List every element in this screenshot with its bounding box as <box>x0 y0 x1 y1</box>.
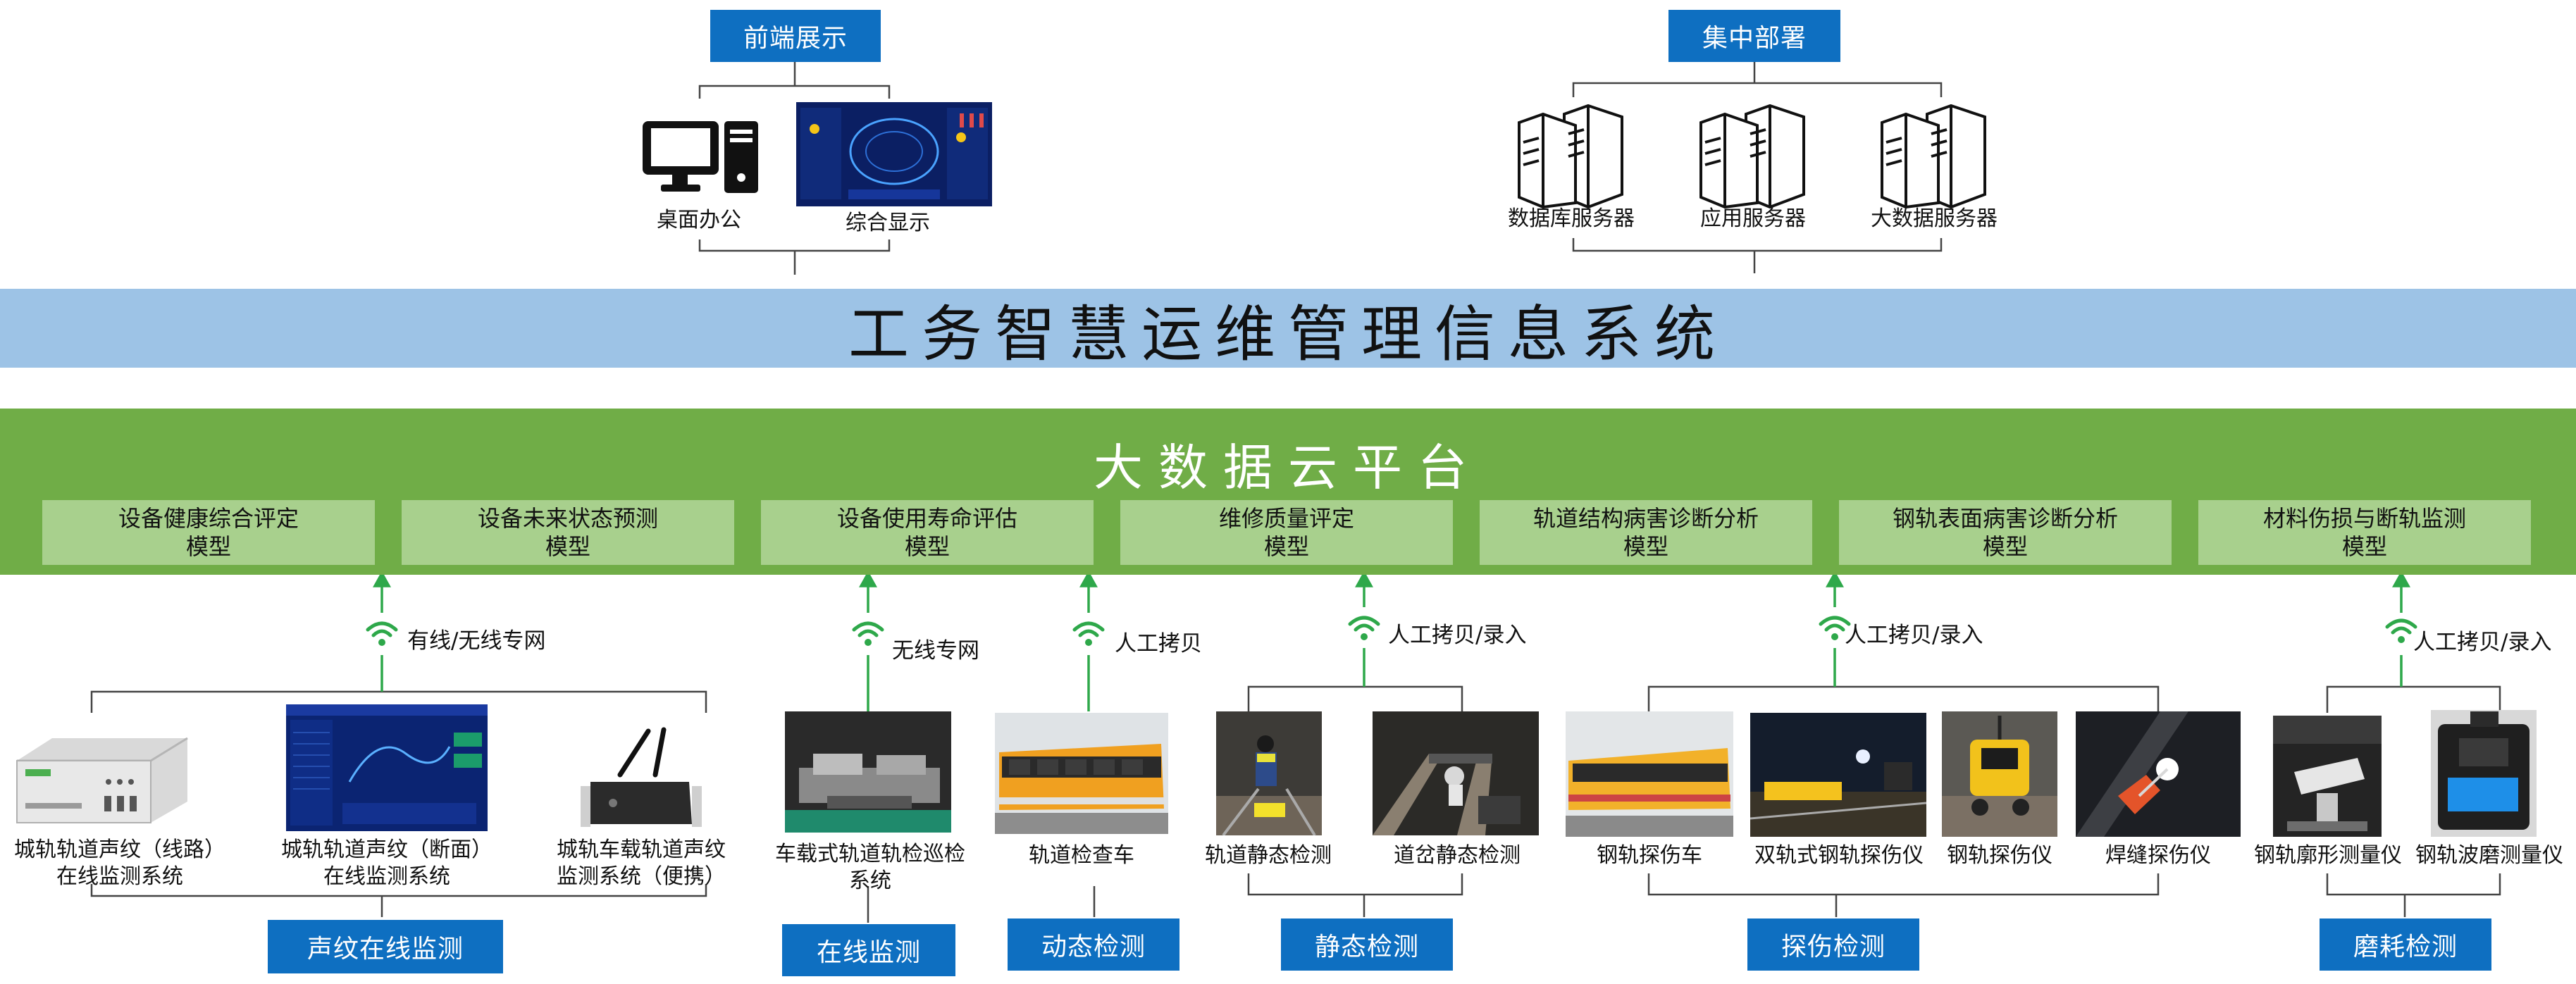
model-box: 设备未来状态预测模型 <box>402 500 734 565</box>
device-label: 轨道静态检测 <box>1205 843 1332 868</box>
deploy-title: 集中部署 <box>1668 10 1840 62</box>
wifi-icon <box>1818 613 1852 641</box>
device-label-line: 在线监测系统 <box>56 864 183 889</box>
server-icon <box>1697 104 1809 208</box>
desktop-label: 桌面办公 <box>657 208 741 232</box>
device-label: 钢轨波磨测量仪 <box>2415 843 2563 868</box>
display-label: 综合显示 <box>846 211 930 235</box>
device-photo <box>2273 716 2382 837</box>
device-photo <box>2431 710 2537 837</box>
model-box: 材料伤损与断轨监测模型 <box>2198 500 2531 565</box>
device-label-line: 城轨轨道声纹（线路） <box>14 837 225 862</box>
model-name: 设备未来状态预测 <box>477 505 658 532</box>
server-label-app: 应用服务器 <box>1700 206 1806 231</box>
wifi-icon <box>2384 616 2418 644</box>
connection-label: 有线/无线专网 <box>407 628 546 654</box>
category-box: 声纹在线监测 <box>268 920 503 973</box>
model-name: 钢轨表面病害诊断分析 <box>1892 505 2118 532</box>
model-box: 维修质量评定模型 <box>1120 500 1453 565</box>
device-photo <box>1750 713 1926 837</box>
model-suffix: 模型 <box>1623 533 1668 560</box>
device-label-line: 城轨车载轨道声纹 <box>557 837 726 862</box>
model-box: 钢轨表面病害诊断分析模型 <box>1839 500 2172 565</box>
dashboard-screen-image <box>796 102 992 206</box>
device-photo <box>10 733 194 826</box>
system-title: 工务智慧运维管理信息系统 <box>848 299 1728 370</box>
device-label: 城轨轨道声纹（线路）在线监测系统 <box>7 837 233 890</box>
connection-label: 人工拷贝/录入 <box>1845 623 1983 648</box>
model-suffix: 模型 <box>1263 533 1309 560</box>
category-box: 在线监测 <box>782 924 955 976</box>
device-label: 城轨车载轨道声纹监测系统（便携） <box>535 837 747 890</box>
device-photo <box>785 711 951 833</box>
model-suffix: 模型 <box>2341 533 2387 560</box>
category-box: 动态检测 <box>1008 918 1179 971</box>
device-photo <box>571 725 712 831</box>
device-photo <box>995 713 1168 834</box>
device-label: 钢轨廓形测量仪 <box>2254 843 2402 868</box>
device-label: 焊缝探伤仪 <box>2105 843 2211 868</box>
model-box: 轨道结构病害诊断分析模型 <box>1480 500 1812 565</box>
frontend-title: 前端展示 <box>710 10 881 62</box>
device-photo <box>1373 711 1539 835</box>
server-icon <box>1878 104 1990 208</box>
device-label: 车载式轨道轨检巡检系统 <box>768 841 972 895</box>
model-suffix: 模型 <box>545 533 590 560</box>
device-label: 双轨式钢轨探伤仪 <box>1754 843 1924 868</box>
model-name: 材料伤损与断轨监测 <box>2262 505 2466 532</box>
server-icon <box>1515 104 1628 208</box>
connection-label: 人工拷贝/录入 <box>1388 623 1527 648</box>
device-photo <box>1216 711 1322 835</box>
wifi-icon <box>851 618 885 647</box>
category-box: 磨耗检测 <box>2320 918 2491 971</box>
device-label: 钢轨探伤车 <box>1597 843 1702 868</box>
server-label-bigdata: 大数据服务器 <box>1871 206 1998 231</box>
model-name: 轨道结构病害诊断分析 <box>1532 505 1759 532</box>
device-photo <box>1942 711 2057 837</box>
device-label-line: 系统 <box>849 868 891 893</box>
category-box: 静态检测 <box>1281 918 1453 971</box>
category-box: 探伤检测 <box>1747 918 1919 971</box>
connection-label: 无线专网 <box>892 638 979 664</box>
device-photo <box>1566 711 1733 837</box>
wifi-icon <box>365 618 399 647</box>
device-label: 轨道检查车 <box>1029 843 1134 868</box>
connection-label: 人工拷贝 <box>1115 631 1202 656</box>
model-name: 维修质量评定 <box>1218 505 1354 532</box>
device-label: 钢轨探伤仪 <box>1947 843 2052 868</box>
device-label: 道岔静态检测 <box>1394 843 1521 868</box>
model-suffix: 模型 <box>904 533 950 560</box>
device-label-line: 在线监测系统 <box>323 864 450 889</box>
device-label-line: 车载式轨道轨检巡检 <box>775 842 965 866</box>
model-name: 设备健康综合评定 <box>118 505 299 532</box>
model-name: 设备使用寿命评估 <box>836 505 1017 532</box>
device-label: 城轨轨道声纹（断面）在线监测系统 <box>271 837 503 890</box>
desktop-computer-icon <box>641 118 761 196</box>
platform-title: 大数据云平台 <box>1094 439 1482 497</box>
device-label-line: 城轨轨道声纹（断面） <box>281 837 493 862</box>
device-label-line: 监测系统（便携） <box>557 864 726 889</box>
device-photo <box>2076 711 2241 837</box>
device-photo <box>286 704 488 831</box>
wifi-icon <box>1347 613 1381 641</box>
server-label-db: 数据库服务器 <box>1508 206 1635 231</box>
model-box: 设备健康综合评定模型 <box>42 500 375 565</box>
wifi-icon <box>1072 618 1106 647</box>
system-bar: 工务智慧运维管理信息系统 <box>0 289 2576 370</box>
connection-label: 人工拷贝/录入 <box>2413 630 2552 655</box>
model-suffix: 模型 <box>185 533 231 560</box>
model-suffix: 模型 <box>1982 533 2028 560</box>
model-box: 设备使用寿命评估模型 <box>761 500 1094 565</box>
